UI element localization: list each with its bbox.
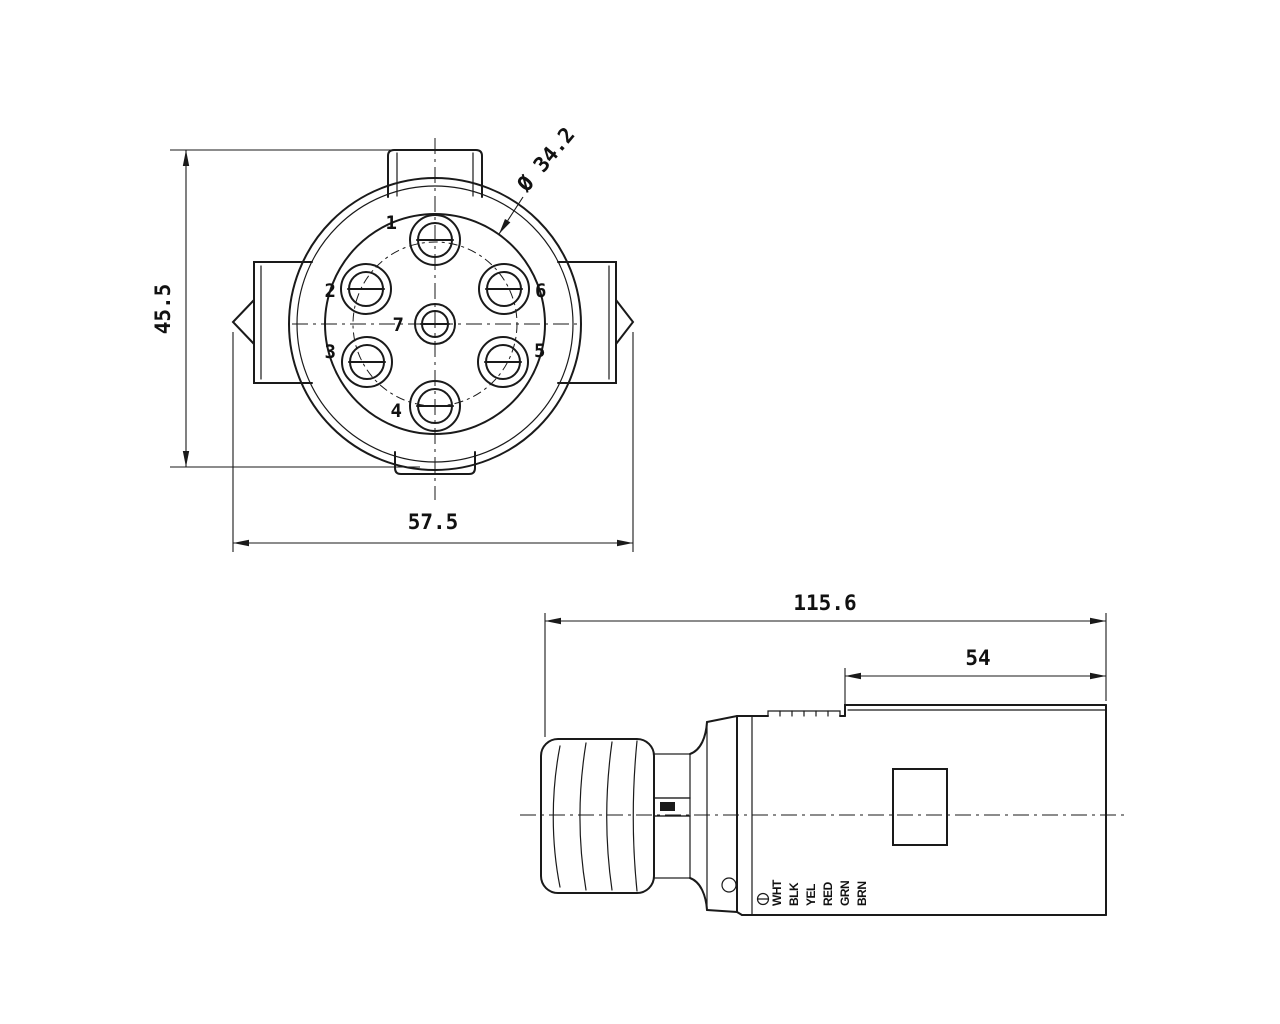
serrations [779, 710, 829, 717]
width-dim-text: 57.5 [408, 510, 459, 534]
collar-bottom [689, 877, 708, 911]
gland-flute-4 [632, 740, 638, 892]
thread-window [653, 797, 691, 817]
pin-4-outer [409, 380, 461, 432]
pin-2: 2 [325, 263, 392, 315]
height-dim-text: 45.5 [151, 284, 175, 335]
pin-2-outer [340, 263, 392, 315]
wire-label-1: WHT [770, 879, 784, 906]
dimension-height: 45.5 [151, 149, 420, 468]
right-ear [557, 261, 617, 384]
gland-flute-2 [579, 742, 587, 891]
left-ear-tip [231, 299, 255, 345]
plug-body [689, 704, 1107, 916]
pin-4-label: 4 [391, 400, 402, 422]
body-window [892, 768, 948, 846]
screw-hole [721, 877, 737, 893]
wire-label-3: YEL [804, 884, 818, 906]
pin-3-outer [341, 336, 393, 388]
pin-5-outer [477, 336, 529, 388]
front-view-centerlines [292, 138, 578, 500]
diameter-leader-line [498, 196, 524, 235]
front-view: 1 2 6 7 [151, 123, 635, 552]
pin-3: 3 [325, 336, 393, 388]
pin-7-outer [414, 303, 456, 345]
right-ear-tip [615, 299, 635, 345]
wire-label-4: RED [821, 881, 835, 906]
thread-slot [660, 802, 675, 811]
gland-outline [540, 738, 655, 894]
dimension-total-length: 115.6 [544, 591, 1107, 737]
collar-top [689, 721, 708, 755]
wire-label-6: BRN [855, 882, 869, 907]
pin-7: 7 [393, 303, 456, 345]
pin-6-label: 6 [535, 280, 546, 302]
dimension-upper-length: 54 [844, 646, 1106, 712]
total-length-text: 115.6 [793, 591, 856, 615]
front-view-body [231, 149, 635, 475]
wire-label-2: BLK [787, 882, 801, 906]
pin-6-outer [478, 263, 530, 315]
pin-1-outer [409, 214, 461, 266]
pin-7-label: 7 [393, 314, 404, 336]
outer-circle [288, 177, 582, 471]
left-ear [253, 261, 313, 384]
outer-circle-inner [296, 185, 574, 463]
bottom-tab [394, 451, 476, 475]
pin-3-label: 3 [325, 341, 336, 363]
top-tab [387, 149, 483, 198]
dimension-width: 57.5 [232, 332, 634, 552]
pin-1-label: 1 [386, 212, 397, 234]
upper-length-text: 54 [965, 646, 990, 670]
thread-section [653, 753, 691, 879]
pin-4: 4 [391, 380, 461, 432]
pin-6: 6 [478, 263, 546, 315]
thread-band-lower [653, 815, 691, 879]
pin-1: 1 [386, 212, 461, 266]
cable-gland [540, 738, 655, 894]
gland-flute-3 [606, 741, 613, 891]
pin-2-label: 2 [325, 280, 336, 302]
gland-flute-1 [552, 745, 561, 888]
wire-label-5: GRN [838, 881, 852, 906]
dimension-diameter: Ø 34.2 [498, 123, 580, 235]
pin-5-label: 5 [534, 340, 545, 362]
diameter-dim-text: Ø 34.2 [512, 123, 580, 197]
front-view-pins: 1 2 6 7 [325, 212, 546, 432]
thread-band-upper [653, 753, 691, 799]
wire-labels: WHT BLK YEL RED GRN BRN [756, 879, 869, 907]
pin-5: 5 [477, 336, 545, 388]
side-view: WHT BLK YEL RED GRN BRN 115.6 54 [520, 591, 1125, 916]
